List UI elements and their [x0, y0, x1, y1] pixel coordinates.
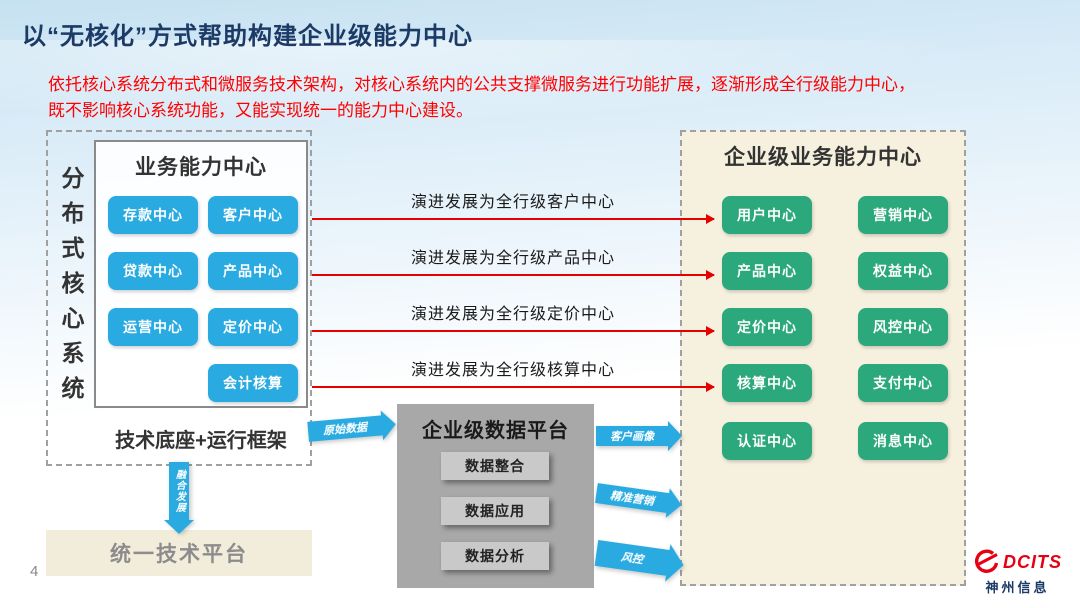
red-arrow-line: [312, 382, 715, 392]
pill-accounting: 会计核算: [208, 364, 298, 402]
pill-product-center: 产品中心: [208, 252, 298, 290]
evolution-arrow-customer: 演进发展为全行级客户中心: [312, 188, 715, 224]
dcits-logo: DCITS 神州信息: [973, 549, 1062, 596]
red-arrow-line: [312, 326, 715, 336]
arrow-head-icon: [668, 421, 682, 451]
pill-risk-center: 风控中心: [858, 308, 948, 346]
arrow-head-icon: [380, 409, 398, 441]
tech-base-label: 技术底座+运行框架: [115, 430, 287, 452]
business-capability-center-title: 业务能力中心: [135, 156, 267, 179]
arrow-body: 精准营销: [595, 483, 670, 513]
evolution-arrow-accounting: 演进发展为全行级核算中心: [312, 356, 715, 392]
precision-marketing-arrow-label: 精准营销: [609, 490, 655, 509]
customer-profile-arrow-label: 客户画像: [610, 431, 654, 443]
evolution-arrow-label: 演进发展为全行级定价中心: [410, 306, 615, 323]
pill-loan-center: 贷款中心: [108, 252, 198, 290]
raw-data-arrow-label: 原始数据: [322, 421, 368, 438]
enterprise-capability-center-box: 企业级业务能力中心 用户中心 产品中心 定价中心 核算中心 认证中心 营销中心 …: [680, 130, 966, 586]
pill-accounting-center: 核算中心: [722, 364, 812, 402]
arrow-body: 融合发展: [169, 462, 189, 520]
pill-pricing-center: 定价中心: [208, 308, 298, 346]
dcits-logo-icon: [975, 549, 999, 573]
subtitle-line-1: 依托核心系统分布式和微服务技术架构，对核心系统内的公共支撑微服务进行功能扩展，逐…: [48, 75, 915, 94]
fusion-development-arrow: 融合发展: [164, 462, 194, 534]
subtitle-line-2: 既不影响核心系统功能，又能实现统一的能力中心建设。: [48, 101, 473, 120]
red-arrow-line: [312, 214, 715, 224]
pill-message-center: 消息中心: [858, 422, 948, 460]
pill-user-center: 用户中心: [722, 196, 812, 234]
evolution-arrow-label: 演进发展为全行级产品中心: [410, 250, 615, 267]
risk-control-arrow: 风控: [594, 534, 687, 584]
pill-marketing-center: 营销中心: [858, 196, 948, 234]
raw-data-arrow: 原始数据: [307, 409, 398, 447]
dcits-logo-row: DCITS: [973, 549, 1062, 575]
dcits-company-text: 神州信息: [985, 580, 1050, 595]
arrow-body: 原始数据: [307, 415, 383, 442]
page-number: 4: [30, 563, 39, 580]
slide-subtitle: 依托核心系统分布式和微服务技术架构，对核心系统内的公共支撑微服务进行功能扩展，逐…: [48, 72, 915, 124]
fusion-development-arrow-label: 融合发展: [173, 469, 185, 513]
data-item-integration: 数据整合: [441, 452, 549, 480]
pill-customer-center: 客户中心: [208, 196, 298, 234]
customer-profile-arrow: 客户画像: [596, 421, 682, 451]
distributed-core-system-label: 分布式核心系统: [58, 166, 84, 411]
enterprise-data-platform-box: 企业级数据平台 数据整合 数据应用 数据分析: [397, 404, 594, 588]
evolution-arrow-product: 演进发展为全行级产品中心: [312, 244, 715, 280]
arrow-body: 风控: [594, 540, 670, 576]
red-arrow-line: [312, 270, 715, 280]
arrow-body: 客户画像: [596, 426, 668, 446]
pill-deposit-center: 存款中心: [108, 196, 198, 234]
pill-auth-center: 认证中心: [722, 422, 812, 460]
pill-ent-pricing-center: 定价中心: [722, 308, 812, 346]
risk-control-arrow-label: 风控: [620, 551, 644, 567]
page-title: 以“无核化”方式帮助构建企业级能力中心: [22, 23, 473, 50]
evolution-arrow-label: 演进发展为全行级客户中心: [410, 194, 615, 211]
evolution-arrow-pricing: 演进发展为全行级定价中心: [312, 300, 715, 336]
dcits-brand-text: DCITS: [1003, 551, 1062, 572]
unified-tech-platform-box: 统一技术平台: [46, 530, 312, 576]
pill-ent-product-center: 产品中心: [722, 252, 812, 290]
precision-marketing-arrow: 精准营销: [594, 478, 684, 520]
enterprise-capability-center-title: 企业级业务能力中心: [724, 146, 922, 169]
enterprise-data-platform-title: 企业级数据平台: [422, 420, 569, 442]
arrow-head-icon: [164, 520, 194, 534]
data-item-analysis: 数据分析: [441, 542, 549, 570]
data-item-application: 数据应用: [441, 497, 549, 525]
pill-operations-center: 运营中心: [108, 308, 198, 346]
evolution-arrow-label: 演进发展为全行级核算中心: [410, 362, 615, 379]
business-capability-center-box: 业务能力中心 存款中心 贷款中心 运营中心 客户中心 产品中心 定价中心 会计核…: [94, 140, 308, 408]
pill-equity-center: 权益中心: [858, 252, 948, 290]
pill-payment-center: 支付中心: [858, 364, 948, 402]
